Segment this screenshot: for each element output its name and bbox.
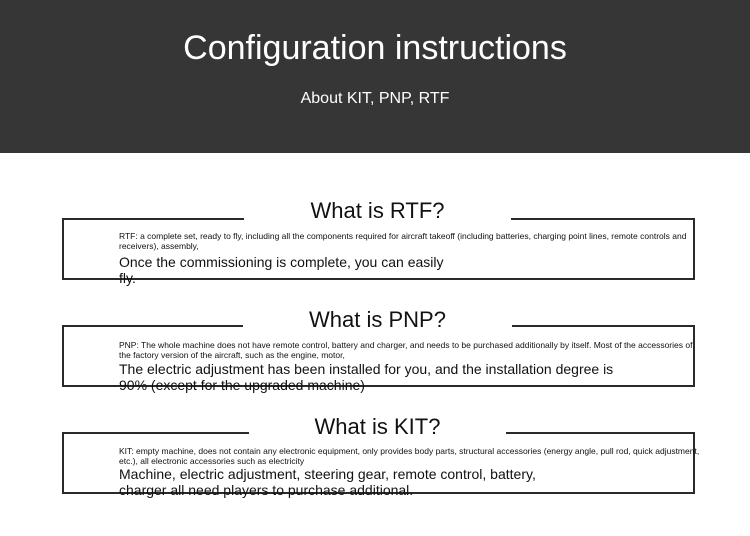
section-title: What is KIT? [62, 414, 693, 440]
section-highlight: The electric adjustment has been install… [119, 361, 614, 393]
section-description: RTF: a complete set, ready to fly, inclu… [119, 231, 687, 251]
page-title: Configuration instructions [183, 29, 567, 67]
section-title: What is RTF? [62, 198, 693, 224]
section-description: PNP: The whole machine does not have rem… [119, 340, 693, 360]
section-title-text: What is PNP? [243, 307, 512, 332]
section-pnp: What is PNP? PNP: The whole machine does… [62, 305, 695, 395]
section-title-text: What is RTF? [244, 198, 511, 223]
page-subtitle: About KIT, PNP, RTF [300, 90, 450, 107]
section-highlight: Machine, electric adjustment, steering g… [119, 466, 536, 498]
section-description: KIT: empty machine, does not contain any… [119, 446, 700, 466]
section-title-text: What is KIT? [248, 414, 507, 439]
section-rtf: What is RTF? RTF: a complete set, ready … [62, 198, 695, 288]
section-highlight: Once the commissioning is complete, you … [119, 254, 444, 286]
section-kit: What is KIT? KIT: empty machine, does no… [62, 412, 699, 502]
section-title: What is PNP? [62, 307, 693, 333]
header-banner: Configuration instructions About KIT, PN… [0, 0, 750, 153]
